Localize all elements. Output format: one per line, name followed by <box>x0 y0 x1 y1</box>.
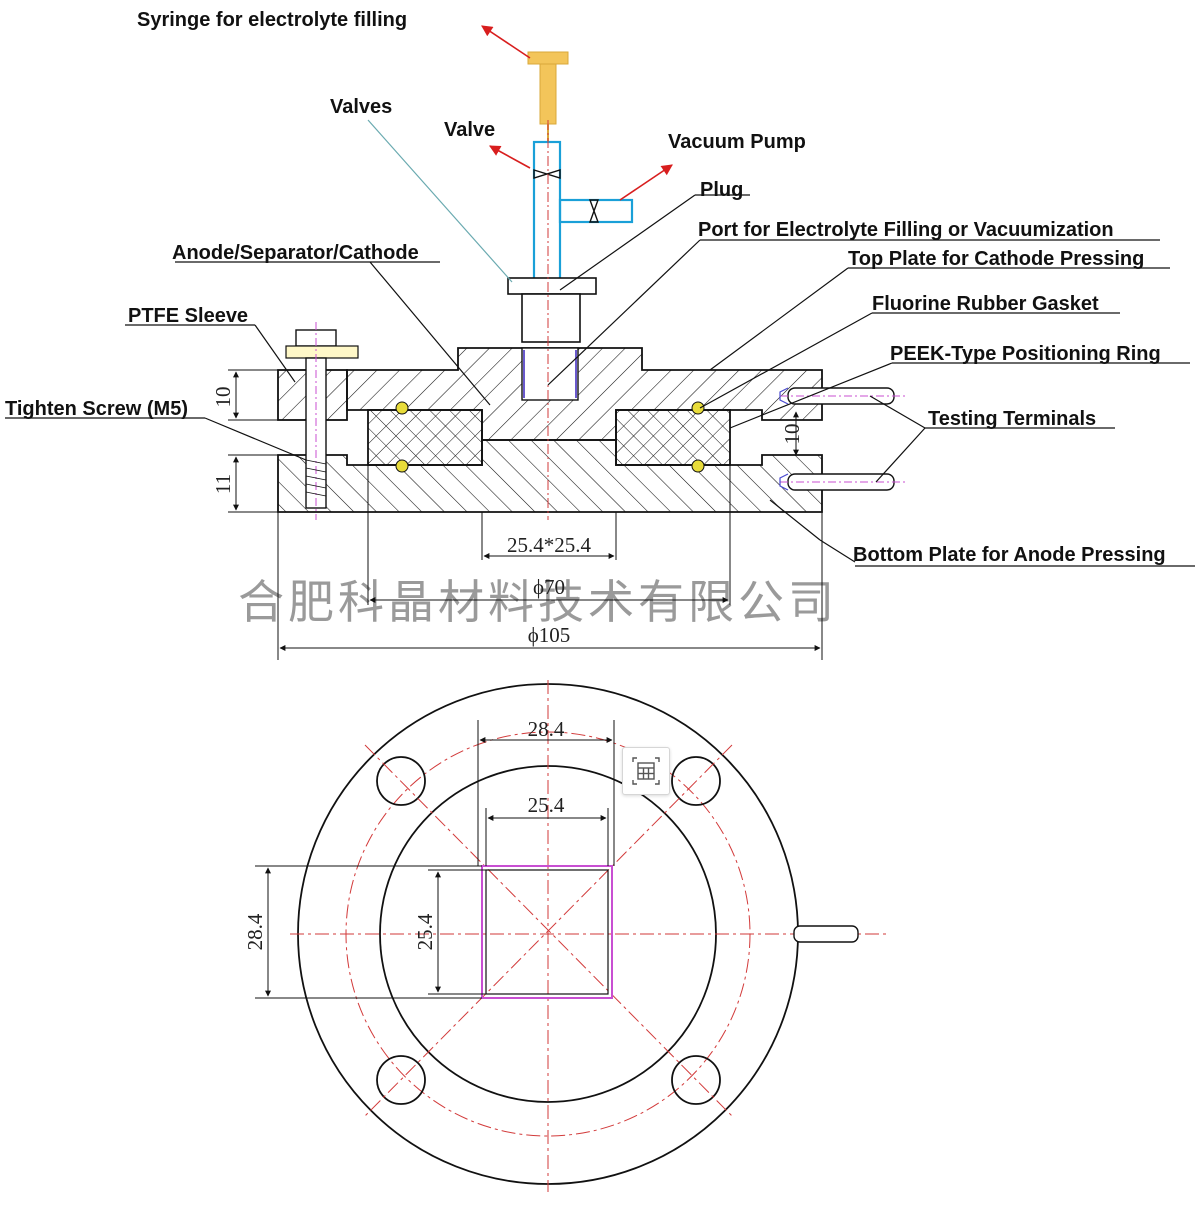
dim-phi105: ϕ105 <box>528 623 571 647</box>
plug <box>507 277 597 343</box>
dim-11-left: 11 <box>211 474 235 494</box>
filling-tube <box>532 140 634 290</box>
label-bottom-plate: Bottom Plate for Anode Pressing <box>853 544 1166 566</box>
bottom-plate <box>277 439 823 513</box>
testing-terminal-pins <box>779 387 905 491</box>
tighten-screw <box>285 322 359 520</box>
label-plug: Plug <box>700 179 743 201</box>
syringe <box>527 51 569 142</box>
dim-top-28-4: 28.4 <box>528 717 565 741</box>
label-anode-separator-cathode: Anode/Separator/Cathode <box>172 242 419 264</box>
dim-square-section: 25.4*25.4 <box>507 533 592 557</box>
label-vacuum-pump: Vacuum Pump <box>668 131 806 153</box>
square-cell-outer <box>481 865 613 999</box>
label-valve: Valve <box>444 119 495 141</box>
label-ptfe-sleeve: PTFE Sleeve <box>128 305 248 327</box>
dim-left-25-4: 25.4 <box>413 913 437 950</box>
bolt-hole-br <box>671 1055 721 1105</box>
label-tighten-screw: Tighten Screw (M5) <box>5 398 188 420</box>
label-fluorine-gasket: Fluorine Rubber Gasket <box>872 293 1099 315</box>
top-plate <box>346 347 823 441</box>
label-syringe: Syringe for electrolyte filling <box>137 9 407 31</box>
dim-top-25-4: 25.4 <box>528 793 565 817</box>
leader-lines <box>5 194 1195 567</box>
section-dimensions <box>228 369 823 660</box>
label-top-plate: Top Plate for Cathode Pressing <box>848 248 1144 270</box>
label-valves: Valves <box>330 96 392 118</box>
label-peek-ring: PEEK-Type Positioning Ring <box>890 343 1161 365</box>
gasket-rings <box>367 401 731 473</box>
dim-10-right: 10 <box>780 424 804 445</box>
dim-10-left: 10 <box>211 387 235 408</box>
square-cell-inner <box>485 869 609 995</box>
dim-left-28-4: 28.4 <box>243 913 267 950</box>
red-arrows <box>481 25 673 201</box>
label-testing-terminals: Testing Terminals <box>928 408 1096 430</box>
table-grid-button[interactable] <box>622 747 670 795</box>
dim-phi70: ϕ70 <box>533 575 565 599</box>
bolt-hole-bl <box>376 1055 426 1105</box>
top-view-dims <box>255 720 615 999</box>
label-port: Port for Electrolyte Filling or Vacuumiz… <box>698 219 1114 241</box>
valves-leader <box>367 119 513 283</box>
bolt-hole-tr <box>671 756 721 806</box>
center-lines <box>290 680 890 1192</box>
bolt-hole-tl <box>376 756 426 806</box>
valve-symbols <box>533 169 599 223</box>
table-grid-icon <box>632 757 660 785</box>
terminal-pin-top-view <box>793 925 859 943</box>
top-view: 28.4 25.4 28.4 25.4 <box>243 680 890 1192</box>
